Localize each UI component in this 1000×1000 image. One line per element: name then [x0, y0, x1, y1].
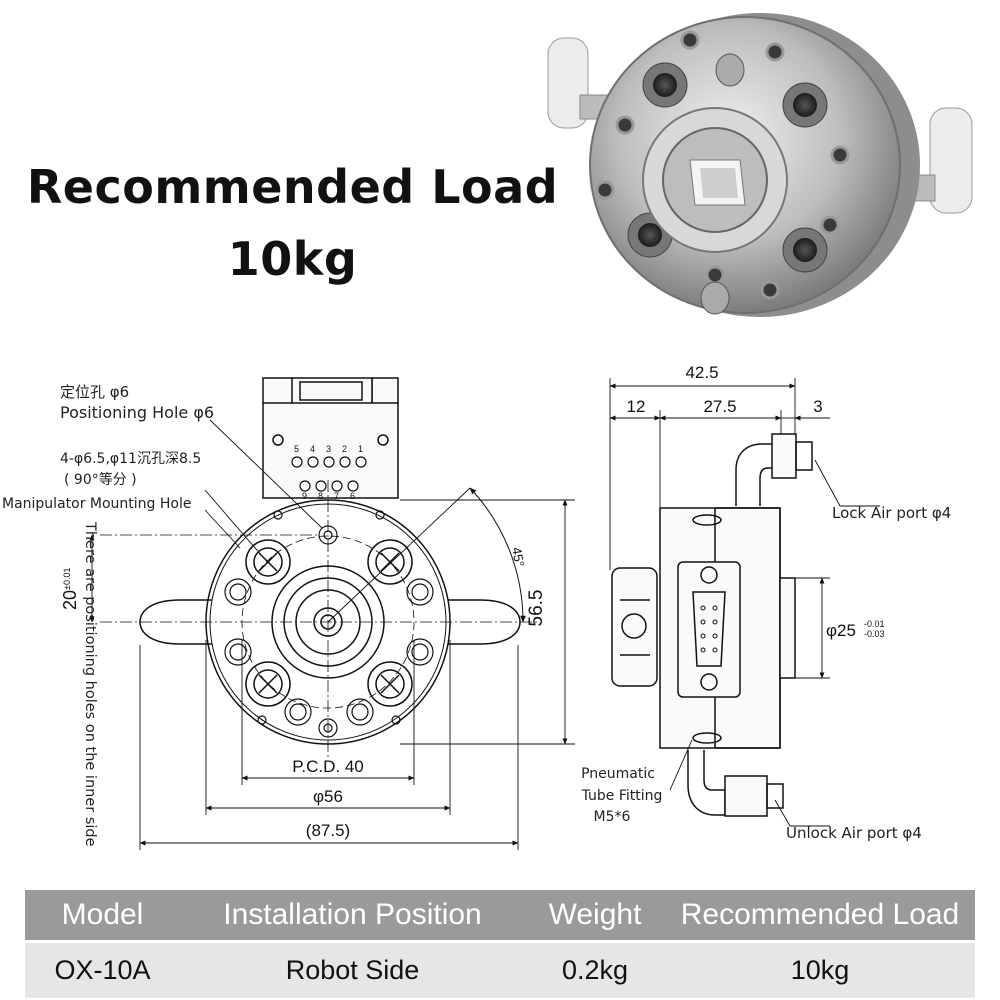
headline-title: Recommended Load	[26, 160, 559, 214]
dim-phi25-upper-tol: -0.01	[864, 619, 885, 629]
table-row: OX-10A Robot Side 0.2kg 10kg	[25, 943, 975, 998]
dim-phi25: φ25	[826, 621, 856, 640]
cell-installation-position: Robot Side	[180, 943, 525, 998]
dim-45-degree: 45°	[509, 546, 527, 568]
dim-27-5: 27.5	[703, 397, 736, 416]
spec-table-header: Model Installation Position Weight Recom…	[25, 890, 975, 940]
col-header-recommended-load: Recommended Load	[665, 890, 975, 940]
mount-spec-label-cn: 4-φ6.5,φ11沉孔深8.5	[60, 451, 201, 467]
dim-12: 12	[627, 397, 646, 416]
positioning-hole-label-cn: 定位孔 φ6	[60, 383, 129, 401]
fitting-label-line1: Pneumatic	[581, 766, 655, 782]
headline-load-value: 10kg	[227, 232, 358, 286]
pin-number: 6	[350, 491, 355, 501]
pin-number: 9	[302, 491, 307, 501]
inner-holes-note: There are positioning holes on the inner…	[82, 521, 98, 847]
dim-pcd: P.C.D. 40	[292, 757, 364, 776]
pin-number: 1	[358, 444, 363, 454]
side-view	[609, 378, 880, 827]
positioning-hole-label: Positioning Hole φ6	[60, 403, 214, 422]
dim-phi25-lower-tol: -0.03	[864, 629, 885, 639]
pin-number: 5	[294, 444, 299, 454]
cell-model: OX-10A	[25, 943, 180, 998]
dim-20: 20	[60, 590, 80, 610]
dim-phi56: φ56	[313, 787, 343, 806]
mounting-hole-label: Manipulator Mounting Hole	[2, 496, 192, 512]
pin-number: 3	[326, 444, 331, 454]
fitting-label-line3: M5*6	[594, 809, 631, 825]
pin-number: 7	[334, 491, 339, 501]
dim-20-tolerance: ±0.01	[62, 568, 72, 590]
pin-number: 2	[342, 444, 347, 454]
dim-42-5: 42.5	[685, 363, 718, 382]
col-header-model: Model	[25, 890, 180, 940]
dim-3: 3	[813, 397, 822, 416]
pin-number: 4	[310, 444, 315, 454]
fitting-label-line2: Tube Fitting	[581, 788, 663, 804]
product-photo	[547, 13, 973, 317]
cell-weight: 0.2kg	[525, 943, 665, 998]
unlock-air-port-label: Unlock Air port φ4	[786, 824, 922, 842]
cell-recommended-load: 10kg	[665, 943, 975, 998]
spec-table: Model Installation Position Weight Recom…	[25, 890, 975, 998]
dim-56-5: 56.5	[526, 590, 547, 627]
col-header-weight: Weight	[525, 890, 665, 940]
col-header-installation-position: Installation Position	[180, 890, 525, 940]
pin-number: 8	[318, 491, 323, 501]
dim-87-5: (87.5)	[306, 821, 350, 840]
mount-spec-label-cn-2: ( 90°等分 )	[64, 471, 137, 488]
front-view	[89, 377, 575, 850]
lock-air-port-label: Lock Air port φ4	[832, 504, 951, 522]
